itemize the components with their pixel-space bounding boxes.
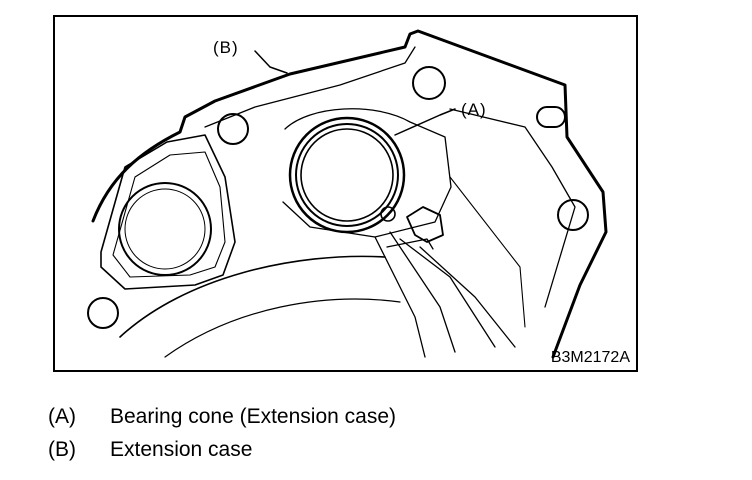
rib-4: [419, 246, 516, 348]
legend-key: (A): [48, 404, 76, 428]
legend: (A) Bearing cone (Extension case) (B) Ex…: [48, 400, 396, 466]
bolt-hole-left: [217, 113, 249, 145]
left-flange-inner: [112, 151, 226, 278]
left-bore-inner: [124, 188, 206, 270]
legend-key: (B): [48, 437, 76, 461]
figure-id: B3M2172A: [550, 349, 630, 366]
bearing-boss: [282, 108, 452, 238]
notch-feature: [406, 206, 444, 243]
bolt-hole-right: [557, 199, 589, 231]
rib-3: [399, 238, 496, 348]
case-inner-contour: [204, 46, 416, 128]
bolt-hole-upper: [412, 66, 446, 100]
leader-line-a: [394, 108, 456, 136]
slot-upper-right: [536, 106, 566, 128]
leader-line-b: [254, 50, 288, 74]
left-flange: [100, 134, 236, 290]
housing-arc-lower: [164, 298, 401, 358]
bearing-cone-outer: [288, 116, 406, 234]
rib-5: [449, 176, 526, 328]
legend-text: Extension case: [110, 437, 253, 461]
bolt-hole-bottom-left: [87, 297, 119, 329]
left-bore: [118, 182, 212, 276]
callout-b: (B): [213, 38, 239, 57]
rib-2: [389, 231, 456, 353]
callout-a: (A): [461, 100, 487, 119]
housing-arc: [119, 255, 386, 338]
extension-case-drawing: (B) (A): [87, 29, 608, 359]
bearing-cone-race: [295, 123, 399, 227]
legend-text: Bearing cone (Extension case): [110, 404, 396, 428]
bearing-cone-bore: [300, 128, 394, 222]
case-inner-right: [449, 108, 576, 308]
rib-6: [386, 238, 434, 250]
legend-item: (B) Extension case: [48, 433, 396, 466]
rib-1: [374, 236, 426, 358]
case-outline: [91, 29, 608, 359]
legend-item: (A) Bearing cone (Extension case): [48, 400, 396, 433]
small-hole: [380, 206, 396, 222]
figure-frame: (B) (A) B3M2172A: [53, 15, 638, 372]
